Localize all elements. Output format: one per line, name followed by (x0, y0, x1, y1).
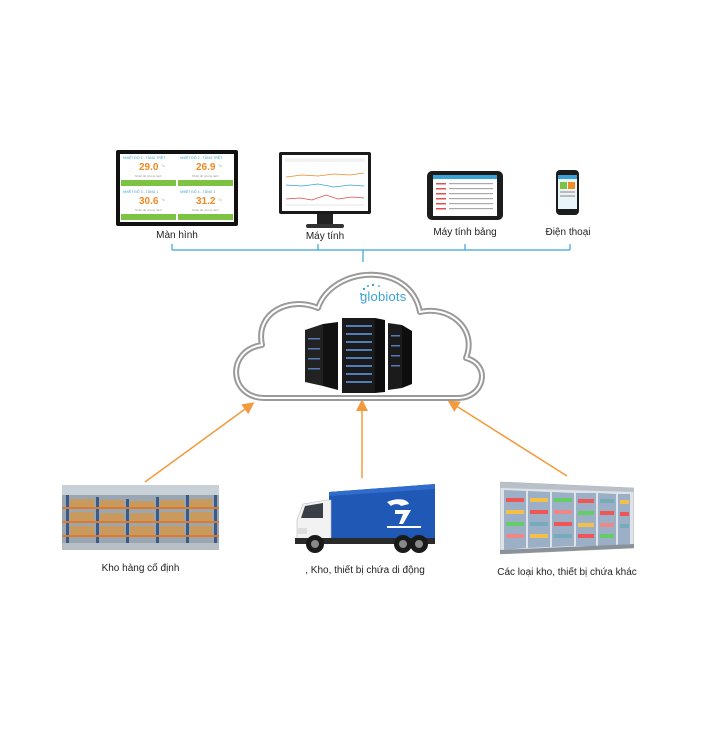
tile-subtitle: Nhiệt độ phòng lạnh (192, 174, 219, 178)
arrow-fridge (447, 400, 568, 477)
desktop-base (306, 224, 344, 228)
device-bus-line (171, 244, 571, 262)
server-rack-icon (305, 318, 412, 393)
display-screen: NHIỆT ĐỘ 1 - TẦNG TRỆT 29.0 °c Nhiệt độ … (120, 154, 234, 222)
tile-subtitle: Nhiệt độ phòng lạnh (135, 174, 162, 178)
tile-subtitle: Nhiệt độ phòng lạnh (192, 208, 219, 212)
sensor-tile: NHIỆT ĐỘ 2 - TẦNG TRỆT 26.9 °c Nhiệt độ … (178, 155, 233, 186)
display-label: Màn hình (156, 230, 198, 241)
truck-icon (295, 484, 435, 553)
desktop-monitor-icon (279, 152, 371, 214)
tablet-icon (427, 171, 503, 220)
desktop-stand (317, 214, 333, 224)
tile-value: 29.0 (139, 162, 159, 173)
sensor-tile: NHIỆT ĐỘ 4 - TẦNG 1 31.2 °c Nhiệt độ phò… (178, 189, 233, 220)
truck-logo-icon (387, 499, 421, 528)
desktop-label: Máy tính (305, 231, 345, 242)
desktop-chart-thumbnail (285, 158, 365, 206)
tile-title: NHIỆT ĐỘ 2 - TẦNG TRỆT (180, 156, 223, 160)
tablet-screen (433, 175, 497, 216)
tablet-label: Máy tính bảng (433, 227, 497, 238)
sensor-tile: NHIỆT ĐỘ 3 - TẦNG 1 30.6 °c Nhiệt độ phò… (121, 189, 176, 220)
sensor-tile: NHIỆT ĐỘ 1 - TẦNG TRỆT 29.0 °c Nhiệt độ … (121, 155, 176, 186)
warehouse-label: Kho hàng cố định (101, 563, 180, 574)
tile-title: NHIỆT ĐỘ 3 - TẦNG 1 (123, 190, 159, 194)
tile-subtitle: Nhiệt độ phòng lạnh (135, 208, 162, 212)
tile-status-bar (178, 180, 233, 186)
globiots-logo: globiots (360, 289, 407, 304)
tile-title: NHIỆT ĐỘ 1 - TẦNG TRỆT (123, 156, 166, 160)
arrow-warehouse (144, 402, 255, 483)
tile-value: 31.2 (196, 196, 216, 207)
mobile-storage-label: , Kho, thiết bị chứa di động (305, 565, 425, 576)
tile-status-bar (121, 214, 176, 220)
fridge-doors (504, 490, 630, 550)
phone-icon (556, 170, 579, 215)
data-flow-arrows (144, 399, 568, 483)
globiots-logo-dots-icon (360, 283, 380, 295)
display-fridge-icon (500, 481, 634, 555)
desktop-screen (282, 155, 368, 211)
truck-wheels (306, 535, 428, 553)
phone-app-thumbnail (558, 175, 577, 197)
tile-unit: °c (161, 197, 165, 202)
tile-unit: °c (218, 197, 222, 202)
tablet-table-thumbnail (433, 175, 497, 210)
phone-screen (558, 175, 577, 209)
tile-value: 30.6 (139, 196, 159, 207)
tile-title: NHIỆT ĐỘ 4 - TẦNG 1 (180, 190, 216, 194)
tile-status-bar (178, 214, 233, 220)
phone-label: Điện thoại (545, 227, 591, 238)
tile-unit: °c (161, 163, 165, 168)
warehouse-icon (62, 485, 219, 550)
other-storage-label: Các loại kho, thiết bị chứa khác (497, 567, 637, 578)
tile-value: 26.9 (196, 162, 216, 173)
tile-status-bar (121, 180, 176, 186)
display-monitor: NHIỆT ĐỘ 1 - TẦNG TRỆT 29.0 °c Nhiệt độ … (116, 150, 238, 226)
fridge-products (506, 498, 629, 538)
tile-unit: °c (218, 163, 222, 168)
